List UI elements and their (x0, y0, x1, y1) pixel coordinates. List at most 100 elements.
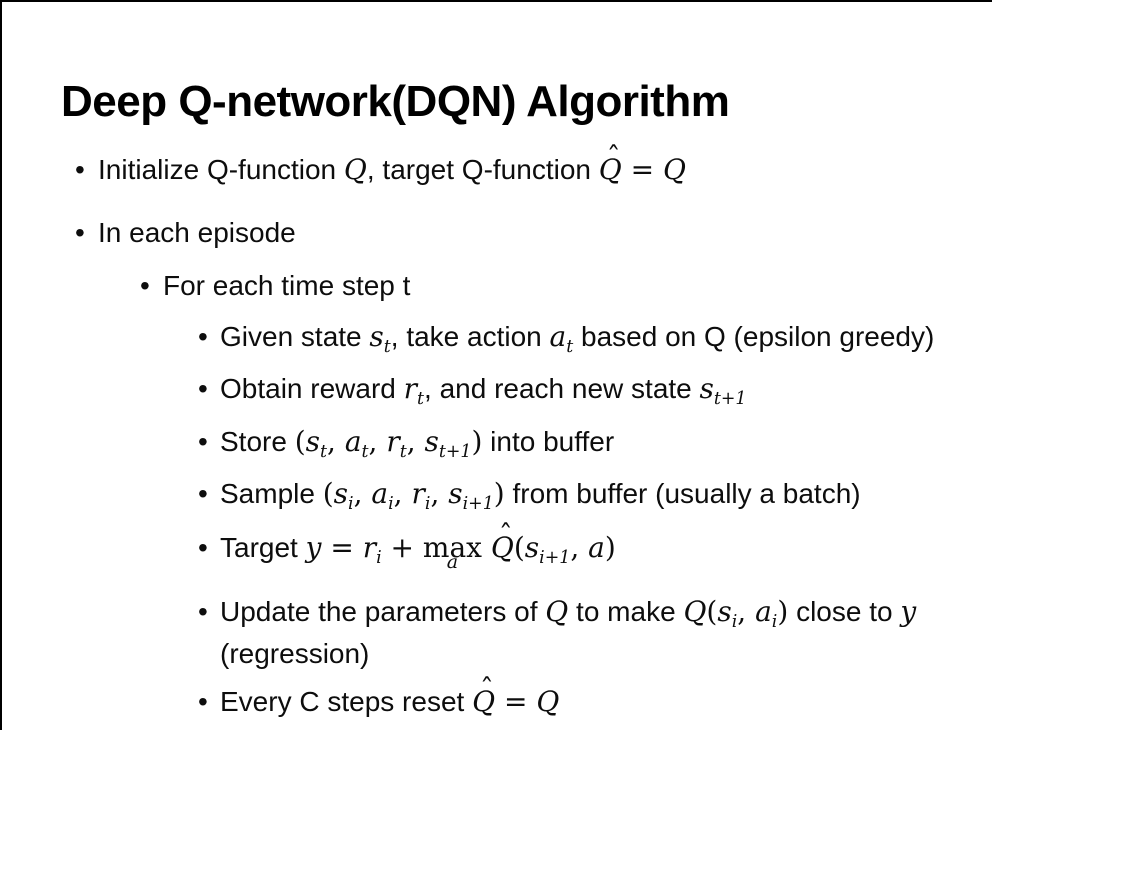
math-operator: ( (706, 595, 718, 628)
math-var: Q (683, 595, 707, 628)
math-var-base: s (717, 595, 732, 628)
math-var-base: a (549, 320, 567, 353)
text-run: to make (568, 596, 684, 627)
bullet-item: • Store (st, at, rt, st+1) into buffer (62, 421, 1062, 463)
math-var-subscripted: rt (386, 425, 407, 462)
hat-accent-icon: ˆ (606, 141, 621, 175)
math-var-subscripted: si (717, 595, 738, 632)
math-var: a (588, 531, 605, 564)
math-var-base: s (369, 320, 384, 353)
math-var: Q (662, 153, 686, 186)
bullet-content: For each time step t (163, 265, 410, 307)
text-run: Update the parameters of (220, 596, 546, 627)
math-var-subscripted: at (549, 320, 574, 357)
bullet-item: •Initialize Q-function Q, target Q-funct… (62, 144, 1062, 191)
math-var-base: s (305, 425, 321, 458)
math-var-base: r (411, 477, 425, 510)
hat-accent-icon: ˆ (498, 519, 513, 553)
math-var-base: a (755, 595, 772, 628)
bullet-marker-icon: • (140, 270, 150, 301)
text-run: (regression) (220, 638, 370, 669)
math-var-base: Q (598, 153, 622, 186)
bullet-item: •Given state st, take action at based on… (62, 316, 1062, 358)
math-operator: , (737, 595, 756, 628)
bullet-content: Given state st, take action at based on … (220, 316, 934, 358)
math-operator: + (381, 531, 423, 564)
bullet-item: •Sample (si, ai, ri, si+1) from buffer (… (62, 473, 1062, 515)
bullet-marker-icon: • (198, 426, 208, 457)
math-operator: ) (777, 595, 789, 628)
bullet-item: • Obtain reward rt, and reach new state s… (62, 368, 1062, 410)
math-var-base: a (344, 425, 362, 458)
text-run: based on Q (epsilon greedy) (573, 321, 935, 352)
math-var-base: Q (490, 531, 514, 564)
slide-border-top (0, 0, 992, 2)
math-operator: = (621, 153, 663, 186)
math-operator: , (430, 477, 449, 510)
bullet-marker-icon: • (198, 321, 208, 352)
text-run: Every C steps reset (220, 686, 473, 717)
math-operator (482, 531, 491, 564)
bullet-marker-icon: • (75, 217, 85, 248)
math-operator: ) (493, 477, 505, 510)
bullet-content: Obtain reward rt, and reach new state st… (220, 368, 746, 410)
max-label: max (422, 531, 482, 564)
bullet-content: Update the parameters of Q to make Q(si,… (220, 591, 1042, 675)
hat-accent-icon: ˆ (479, 673, 494, 707)
math-var-base: r (386, 425, 400, 458)
math-var-base: Q (472, 685, 496, 718)
math-var-subscripted: at (344, 425, 369, 462)
text-run: into buffer (482, 426, 615, 457)
text-run: close to (788, 596, 901, 627)
math-operator: , (368, 425, 387, 458)
math-operator: , (393, 477, 412, 510)
text-run: , target Q-function (366, 154, 599, 185)
math-var-base: s (448, 477, 463, 510)
math-var-base: s (699, 372, 714, 405)
math-var-base: s (524, 531, 540, 564)
bullet-content: Sample (si, ai, ri, si+1) from buffer (u… (220, 473, 861, 515)
max-argmax-var: a (446, 551, 459, 574)
bullet-content: Store (st, at, rt, st+1) into buffer (220, 421, 614, 463)
text-run: Initialize Q-function (98, 154, 344, 185)
math-var-base: r (403, 372, 418, 405)
bullet-marker-icon: • (198, 373, 208, 404)
slide-border-left (0, 0, 2, 730)
bullet-marker-icon: • (198, 596, 208, 627)
text-run: Store (220, 426, 295, 457)
text-run: Obtain reward (220, 373, 404, 404)
bullet-list: •Initialize Q-function Q, target Q-funct… (62, 144, 1062, 723)
math-operator: ) (604, 531, 616, 564)
math-operator: ( (294, 425, 306, 458)
bullet-marker-icon: • (198, 532, 208, 563)
math-var-subscripted: st (369, 320, 391, 357)
bullet-item: • Update the parameters of Q to make Q(si… (62, 591, 1062, 675)
math-var-base: s (333, 477, 349, 510)
text-run: from buffer (usually a batch) (504, 478, 861, 509)
math-var-subscripted: rt (403, 372, 425, 409)
math-var-subscripted: st+1 (424, 425, 472, 462)
math-operator: , (327, 425, 345, 458)
math-var-subscripted: ri (362, 531, 382, 568)
bullet-content: In each episode (98, 212, 296, 254)
math-var-base: s (424, 425, 439, 458)
bullet-marker-icon: • (75, 154, 85, 185)
math-operator: , (353, 477, 372, 510)
text-run: Target (220, 532, 306, 563)
text-run: Given state (220, 321, 370, 352)
math-operator: ( (322, 477, 334, 510)
math-var-base: r (362, 531, 377, 564)
math-var: Q (536, 685, 560, 718)
math-var-subscripted: st+1 (699, 372, 747, 409)
text-run: In each episode (98, 217, 296, 248)
math-var: y (305, 531, 322, 564)
text-run: For each time step t (163, 270, 411, 301)
math-var-subscripted: si (333, 477, 354, 514)
